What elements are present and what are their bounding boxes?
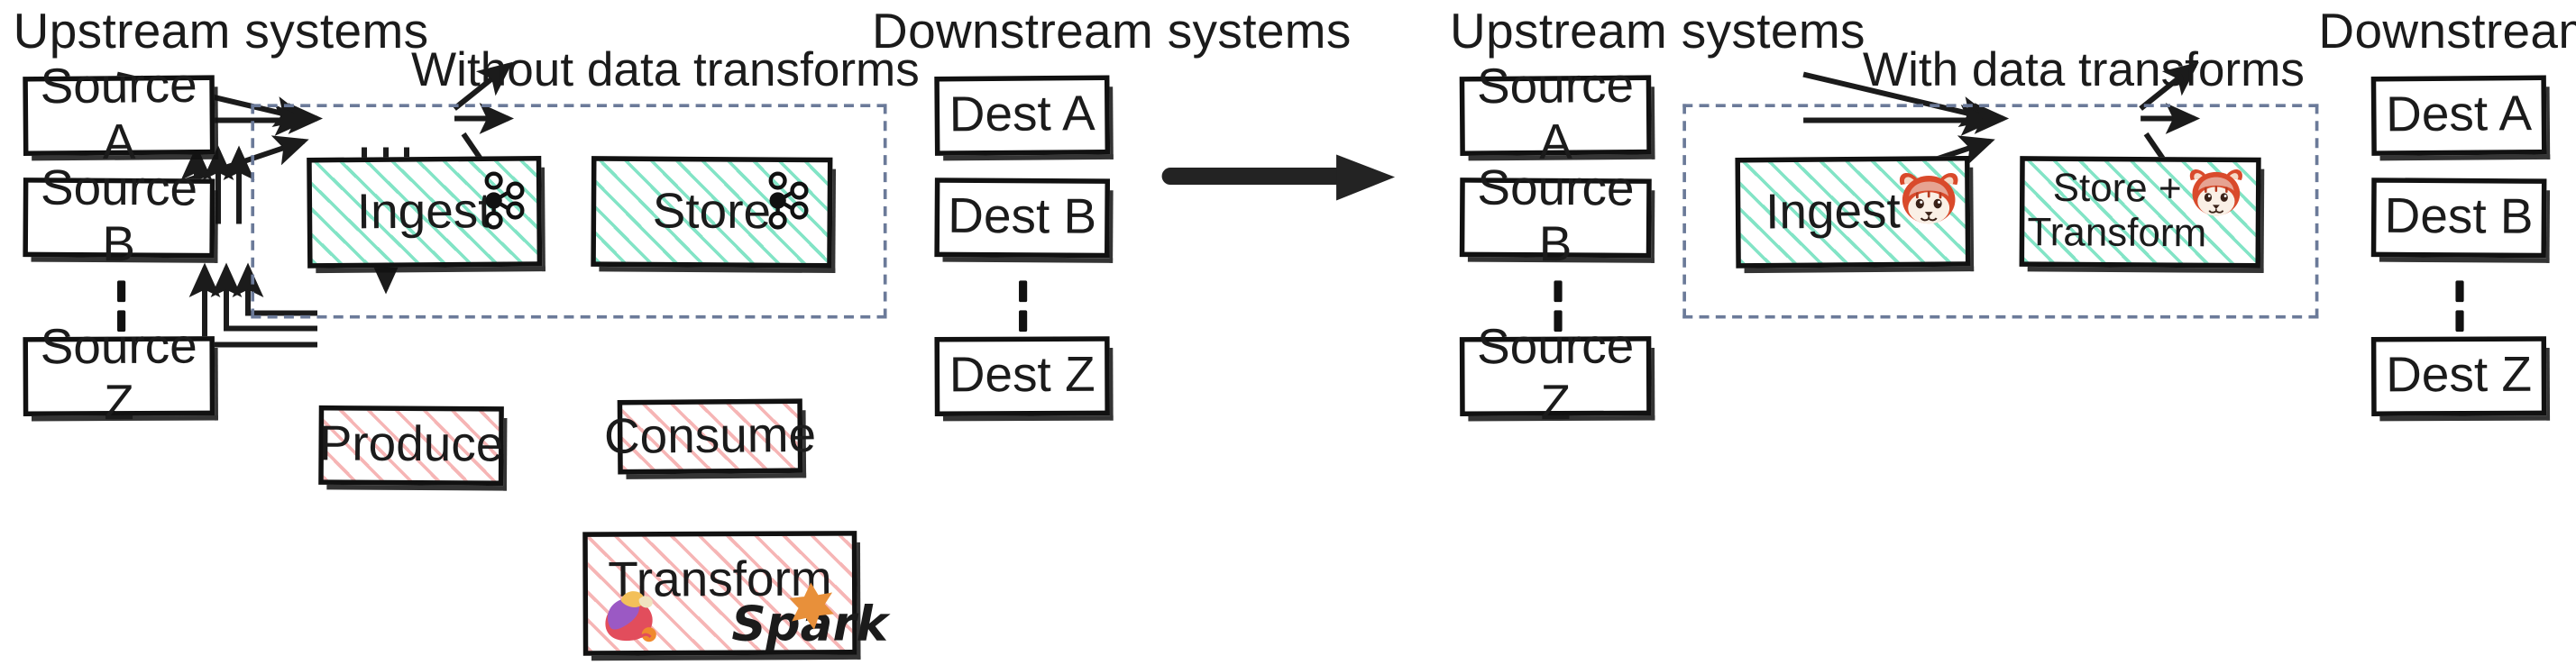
- right-source-b-label: Source B: [1477, 161, 1635, 273]
- right-upstream-label: Upstream systems: [1450, 5, 1866, 59]
- apache-kafka-icon: [475, 170, 531, 233]
- source-z-label: Source Z: [40, 320, 197, 432]
- left-pipeline-boundary: [251, 104, 887, 319]
- right-source-a-label: Source A: [1476, 59, 1635, 170]
- source-b-label: Source B: [40, 161, 198, 273]
- right-dest-a-label: Dest A: [2385, 87, 2533, 143]
- right-dest-box-b[interactable]: Dest B: [2370, 178, 2547, 259]
- right-dest-b-label: Dest B: [2384, 189, 2534, 245]
- redpanda-icon: [1896, 170, 1962, 226]
- right-store-transform-label: Store + Transform: [2027, 165, 2207, 257]
- dest-a-label: Dest A: [949, 87, 1095, 143]
- source-box-a[interactable]: Source A: [23, 59, 215, 170]
- left-stage-produce[interactable]: Produce: [318, 405, 504, 487]
- right-source-box-z[interactable]: Source Z: [1459, 321, 1652, 431]
- dest-z-label: Dest Z: [949, 348, 1095, 404]
- store-transform-line-1: Store +: [2052, 165, 2182, 212]
- right-pipeline-boundary: [1682, 104, 2319, 319]
- left-downstream-label: Downstream systems: [872, 5, 1352, 59]
- redpanda-icon: [2186, 167, 2246, 218]
- transition-arrow-shape: [1161, 154, 1396, 201]
- right-source-box-b[interactable]: Source B: [1459, 162, 1652, 272]
- dest-b-label: Dest B: [948, 189, 1097, 245]
- left-store-label: Store: [652, 184, 772, 240]
- source-a-label: Source A: [40, 59, 197, 170]
- consume-label: Consume: [603, 407, 817, 465]
- right-source-z-label: Source Z: [1476, 320, 1635, 432]
- store-transform-line-2: Transform: [2027, 209, 2207, 256]
- right-ingest-label: Ingest: [1765, 184, 1902, 240]
- left-stage-consume[interactable]: Consume: [604, 398, 816, 475]
- produce-label: Produce: [318, 417, 504, 473]
- left-ingest-label: Ingest: [356, 183, 492, 240]
- right-downstream-label: Downstream systems: [2318, 5, 2576, 59]
- left-upstream-label: Upstream systems: [13, 5, 429, 59]
- right-dest-box-a[interactable]: Dest A: [2370, 75, 2547, 156]
- apache-kafka-icon: [759, 170, 815, 233]
- dest-box-b[interactable]: Dest B: [934, 178, 1111, 259]
- source-box-b[interactable]: Source B: [23, 162, 215, 272]
- source-box-z[interactable]: Source Z: [23, 321, 215, 431]
- apache-spark-icon: [733, 581, 842, 647]
- dest-box-a[interactable]: Dest A: [934, 75, 1111, 156]
- apache-flink-icon: [596, 586, 669, 649]
- dest-box-z[interactable]: Dest Z: [934, 336, 1110, 416]
- transition-arrow-icon: [2143, 282, 2556, 368]
- left-panel-title: Without data transforms: [411, 44, 920, 98]
- right-source-box-a[interactable]: Source A: [1459, 59, 1652, 170]
- right-panel-title: With data transforms: [1862, 44, 2305, 98]
